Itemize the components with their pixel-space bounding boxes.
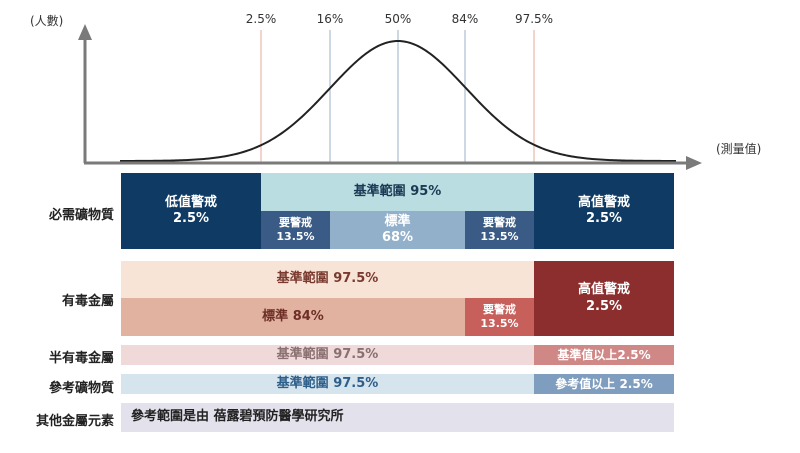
toxic-standard: 標準 84% (121, 298, 465, 336)
essential-low-alert: 低值警戒 2.5% (121, 173, 261, 249)
toxic-high-pct: 2.5% (585, 298, 623, 314)
toxic-high-alert: 高值警戒 2.5% (534, 261, 674, 336)
y-axis-arrow-icon (78, 24, 92, 40)
x-axis-label: (測量值) (716, 142, 762, 156)
row-label-semi-toxic-metals: 半有毒金屬 (48, 351, 114, 366)
toxic-standard-text: 標準 84% (262, 308, 324, 324)
essential-low-title: 低值警戒 (164, 194, 217, 210)
essential-low-pct: 2.5% (172, 211, 210, 226)
reference-minerals-above: 參考值以上 2.5% (534, 374, 674, 394)
percentile-label-2-5: 2.5% (245, 12, 277, 26)
essential-reference-title: 基準範圍 95% (353, 183, 442, 199)
toxic-reference-text: 基準範圍 97.5% (276, 271, 379, 287)
other-metals-note: 參考範圍是由 蓓露碧預防醫學研究所 (121, 403, 674, 432)
percentile-label-84: 84% (451, 12, 479, 26)
essential-high-alert: 高值警戒 2.5% (534, 173, 674, 249)
toxic-high-title: 高值警戒 (577, 282, 630, 298)
toxic-warn: 要警戒 13.5% (465, 298, 534, 336)
essential-warn-right-title: 要警戒 (483, 216, 516, 230)
bell-curve (120, 39, 676, 162)
reference-minerals-text: 基準範圍 97.5% (276, 375, 379, 391)
percentile-label-50: 50% (384, 12, 412, 26)
toxic-warn-title: 要警戒 (483, 303, 516, 317)
semi-above-range: 基準值以上2.5% (534, 345, 674, 365)
row-label-reference-minerals: 參考礦物質 (48, 381, 114, 396)
row-label-toxic-metals: 有毒金屬 (61, 294, 114, 309)
x-axis-arrow-icon (686, 156, 702, 170)
essential-warn-right: 要警戒 13.5% (465, 211, 534, 249)
reference-minerals-range: 基準範圍 97.5% (121, 374, 534, 394)
essential-reference-range: 基準範圍 95% (261, 173, 534, 211)
essential-standard-title: 標準 (384, 213, 411, 229)
percentile-label-16: 16% (316, 12, 344, 26)
essential-standard: 標準 68% (330, 211, 465, 249)
semi-reference-text: 基準範圍 97.5% (276, 346, 379, 362)
essential-warn-left-pct: 13.5% (276, 230, 315, 243)
row-label-essential-minerals: 必需礦物質 (48, 208, 114, 223)
essential-warn-left: 要警戒 13.5% (261, 211, 330, 249)
essential-high-title: 高值警戒 (577, 194, 630, 210)
percentile-label-97-5: 97.5% (514, 12, 554, 26)
toxic-reference-range: 基準範圍 97.5% (121, 261, 534, 298)
essential-standard-pct: 68% (381, 230, 414, 245)
row-label-other-metals: 其他金屬元素 (35, 414, 114, 429)
distribution-chart (78, 24, 702, 170)
other-metals-text: 參考範圍是由 蓓露碧預防醫學研究所 (131, 409, 344, 425)
reference-minerals-above-text: 參考值以上 2.5% (555, 376, 653, 391)
essential-warn-right-pct: 13.5% (480, 230, 519, 243)
toxic-warn-pct: 13.5% (480, 317, 519, 330)
semi-above-text: 基準值以上2.5% (557, 347, 651, 362)
essential-warn-left-title: 要警戒 (279, 216, 312, 230)
essential-high-pct: 2.5% (585, 211, 623, 226)
y-axis-label: (人數) (30, 14, 64, 28)
semi-reference-range: 基準範圍 97.5% (121, 345, 534, 365)
